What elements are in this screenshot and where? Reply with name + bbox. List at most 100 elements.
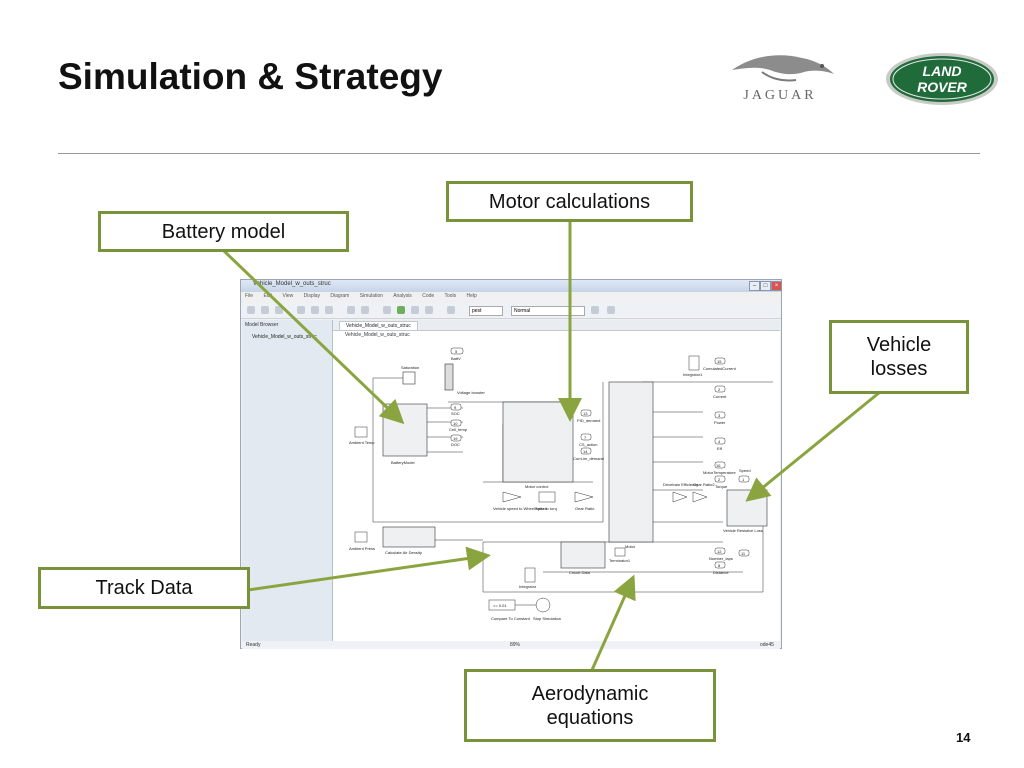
outport-torque-num: 2 xyxy=(718,477,721,482)
forward-icon[interactable] xyxy=(311,306,319,314)
vehicle-speed-label: Vehicle speed to Wheel speed xyxy=(493,506,547,511)
outport-cumcurrent-num: 15 xyxy=(717,359,722,364)
vehicle-losses-line1: Vehicle xyxy=(866,334,932,356)
menu-file[interactable]: File xyxy=(245,293,254,299)
up-icon[interactable] xyxy=(325,306,333,314)
grid-icon[interactable] xyxy=(607,306,615,314)
gear-ratio2-label: Gear Ratio2 xyxy=(693,482,715,487)
menubar: File Edit View Display Diagram Simulatio… xyxy=(245,293,486,301)
menu-view[interactable]: View xyxy=(282,293,294,299)
menu-help[interactable]: Help xyxy=(466,293,477,299)
ratio-to-torq-label: Ratio to torq xyxy=(535,506,557,511)
window-title: Vehicle_Model_w_outs_struc xyxy=(253,281,331,287)
outport-motortemp-num: 16 xyxy=(716,463,721,468)
outport-battv-num: 5 xyxy=(455,349,458,354)
sim-mode-select[interactable]: Normal xyxy=(511,306,585,316)
tab-bar: Vehicle_Model_w_outs_struc xyxy=(333,320,780,331)
outport-cumcurrent-label: CumulatedCurrent xyxy=(703,366,737,371)
outport-extra-num: 11 xyxy=(741,551,746,556)
compare-value: >= 0.01 xyxy=(493,603,507,608)
callout-track-data: Track Data xyxy=(38,567,250,609)
outport-distance-num: 8 xyxy=(718,563,721,568)
address-bar: Vehicle_Model_w_outs_struc xyxy=(333,331,780,340)
outport-celltemp-label: Cell_temp xyxy=(449,427,468,432)
vehicle-resistive-label: Vehicle Resistive Loss xyxy=(723,528,763,533)
status-bar: Ready 89% ode45 xyxy=(242,641,780,649)
jaguar-wordmark: JAGUAR xyxy=(743,88,817,103)
record-icon[interactable] xyxy=(447,306,455,314)
outport-eff-label: Eff xyxy=(717,446,723,451)
status-ready: Ready xyxy=(246,642,261,648)
terminator1-label: Terminator1 xyxy=(609,558,631,563)
menu-code[interactable]: Code xyxy=(422,293,435,299)
status-solver: ode45 xyxy=(760,642,774,648)
air-density-label: Calculate Air Density xyxy=(385,550,422,555)
stop-time-input[interactable]: pest xyxy=(469,306,503,316)
aero-line1: Aerodynamic xyxy=(531,682,649,705)
slide-title: Simulation & Strategy xyxy=(58,56,443,97)
save-icon[interactable] xyxy=(261,306,269,314)
minimize-button[interactable]: – xyxy=(749,281,760,291)
maximize-button[interactable]: □ xyxy=(760,281,771,291)
outport-current-num: 2 xyxy=(718,387,721,392)
outport-pid-num: 13 xyxy=(583,411,588,416)
library-icon[interactable] xyxy=(347,306,355,314)
step-forward-icon[interactable] xyxy=(411,306,419,314)
tab-model[interactable]: Vehicle_Model_w_outs_struc xyxy=(339,321,418,330)
outport-soc-label: SOC xyxy=(451,411,460,416)
callout-battery-model: Battery model xyxy=(98,211,349,252)
menu-analysis[interactable]: Analysis xyxy=(393,293,412,299)
simulink-diagram: Saturation Voltage booster 5 BattV Batte… xyxy=(349,347,773,621)
model-browser-title: Model Browser xyxy=(245,322,279,328)
motor-control-label: Motor control xyxy=(525,484,548,489)
menu-tools[interactable]: Tools xyxy=(444,293,457,299)
outport-soc-num: 9 xyxy=(454,405,457,410)
aero-line2: equations xyxy=(546,706,634,729)
menu-edit[interactable]: Edit xyxy=(263,293,273,299)
page-number: 14 xyxy=(956,730,971,745)
outport-currlim-label: CurrLim_demand xyxy=(573,456,604,461)
undo-icon[interactable] xyxy=(247,306,255,314)
model-browser-item[interactable]: Vehicle_Model_w_outs_struc xyxy=(252,334,317,340)
run-icon[interactable] xyxy=(397,306,405,314)
menu-simulation[interactable]: Simulation xyxy=(359,293,384,299)
outport-currlim-num: 14 xyxy=(583,449,588,454)
open-icon[interactable] xyxy=(275,306,283,314)
back-icon[interactable] xyxy=(297,306,305,314)
drivetrain-eff-label: Drivetrain Efficiency xyxy=(663,482,698,487)
outport-doc-num: 19 xyxy=(453,436,458,441)
arrow-track-data xyxy=(247,546,491,592)
outport-motortemp-label: MotorTemperature xyxy=(703,470,736,475)
close-button[interactable]: × xyxy=(771,281,782,291)
step-back-icon[interactable] xyxy=(383,306,391,314)
saturation-label: Saturation xyxy=(401,365,419,370)
outport-distance-label: Distance xyxy=(713,570,729,575)
ambient-press-label: Ambient Press xyxy=(349,546,375,551)
menu-display[interactable]: Display xyxy=(303,293,321,299)
model-advisor-icon[interactable] xyxy=(591,306,599,314)
jaguar-logo xyxy=(732,55,834,82)
integrator1-label: Integrator1 xyxy=(683,372,703,377)
gear-ratio-label: Gear Ratio xyxy=(575,506,595,511)
integrator-label: Integrator xyxy=(519,584,537,589)
simulink-window: Vehicle_Model_w_outs_struc – □ × File Ed… xyxy=(240,279,782,649)
voltage-booster-label: Voltage booster xyxy=(457,390,485,395)
arrow-vehicle-losses xyxy=(745,390,881,502)
callout-motor-calculations: Motor calculations xyxy=(446,181,693,222)
toolbar: pest Normal xyxy=(241,303,781,319)
outport-power-num: 3 xyxy=(718,413,721,418)
settings-icon[interactable] xyxy=(361,306,369,314)
menu-diagram[interactable]: Diagram xyxy=(330,293,350,299)
stop-icon[interactable] xyxy=(425,306,433,314)
motor-label: Motor xyxy=(625,544,636,549)
address-path[interactable]: Vehicle_Model_w_outs_struc xyxy=(345,332,410,338)
arrow-battery-model xyxy=(221,248,405,425)
callout-aero: Aerodynamic equations xyxy=(464,669,716,742)
model-canvas-area: Vehicle_Model_w_outs_struc Vehicle_Model… xyxy=(333,320,780,642)
outport-laps-num: 12 xyxy=(717,549,722,554)
outport-battv-label: BattV xyxy=(451,356,461,361)
window-titlebar: Vehicle_Model_w_outs_struc – □ × xyxy=(241,280,782,292)
outport-cs-label: CS_action xyxy=(579,442,597,447)
outport-cs-num: 7 xyxy=(584,435,587,440)
title-divider xyxy=(58,153,980,154)
